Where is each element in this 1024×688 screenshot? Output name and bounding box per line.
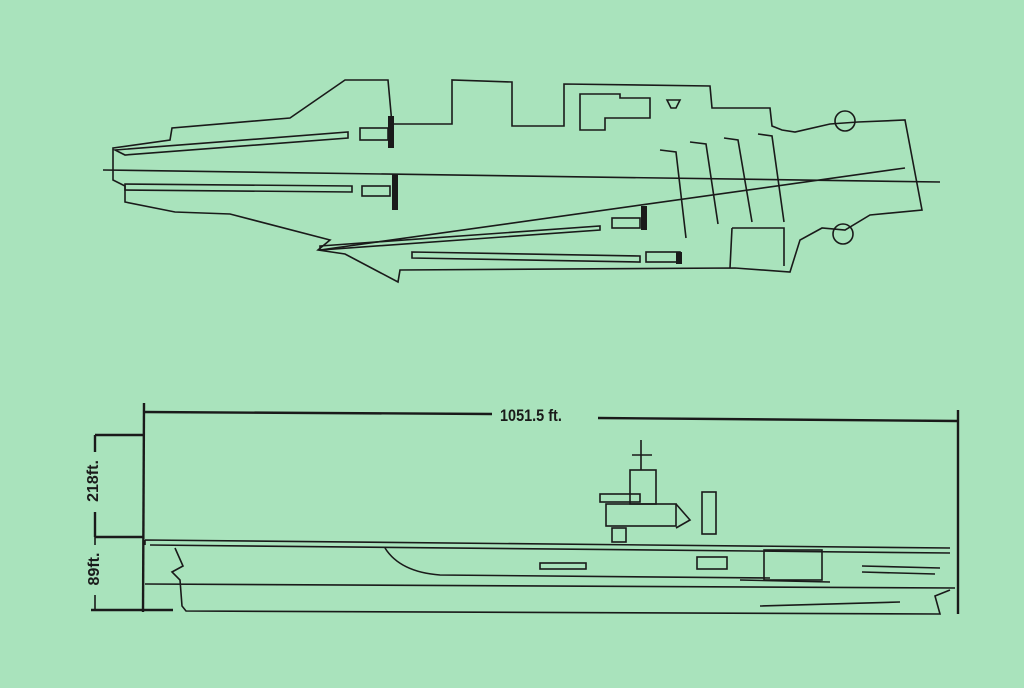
flight-deck <box>144 539 951 554</box>
height-hull-label: 89ft. <box>86 552 103 586</box>
catapult-2 <box>124 183 353 193</box>
blast-deflector <box>611 217 641 229</box>
catapult-4 <box>411 251 641 263</box>
arresting-gear <box>659 133 785 239</box>
sponson <box>834 110 856 132</box>
elevator-profile <box>763 549 823 581</box>
length-dim-line-left <box>143 410 493 416</box>
centerline <box>102 169 941 183</box>
hangar-curve <box>384 547 771 579</box>
length-label: 1051.5 ft. <box>500 406 562 425</box>
blast-deflector <box>359 127 389 141</box>
height-total-label: 218ft. <box>85 460 102 502</box>
profile-view <box>91 402 960 615</box>
length-dim-line-right <box>597 416 959 423</box>
island-outline <box>579 93 651 131</box>
flight-deck-outline <box>112 79 923 284</box>
plan-view <box>102 79 941 284</box>
catapult-1 <box>112 131 349 156</box>
blast-deflector <box>645 251 681 263</box>
island-superstructure <box>599 440 717 543</box>
blast-deflector <box>361 185 391 197</box>
angled-deck-line <box>319 167 906 251</box>
elevator <box>729 227 785 269</box>
sponson <box>832 223 854 245</box>
catapult-3 <box>319 225 601 251</box>
hull <box>144 547 956 615</box>
